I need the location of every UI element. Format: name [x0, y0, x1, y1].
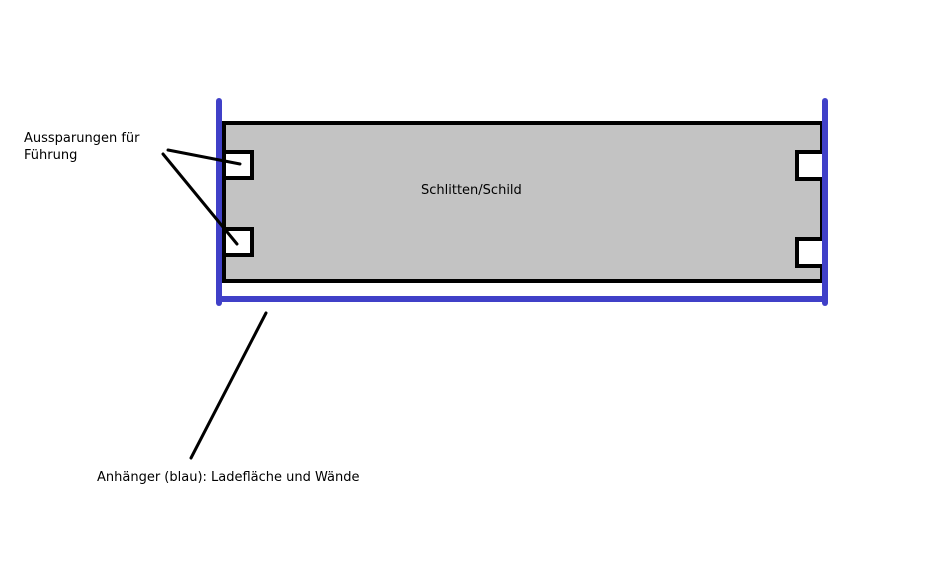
sled-label: Schlitten/Schild: [421, 183, 522, 198]
sled-body: [222, 121, 824, 283]
cutouts-label-line1: Aussparungen für: [24, 131, 140, 146]
cutout-pointer-lower: [161, 152, 239, 246]
trailer-label: Anhänger (blau): Ladefläche und Wände: [97, 470, 360, 485]
cutouts-label-line2: Führung: [24, 148, 78, 163]
right-upper-cutout: [795, 150, 826, 181]
right-lower-cutout: [795, 237, 826, 268]
trailer-pointer: [189, 311, 268, 460]
cutouts-label: Aussparungen für Führung: [24, 130, 140, 164]
cutout-pointer-upper: [166, 148, 242, 166]
